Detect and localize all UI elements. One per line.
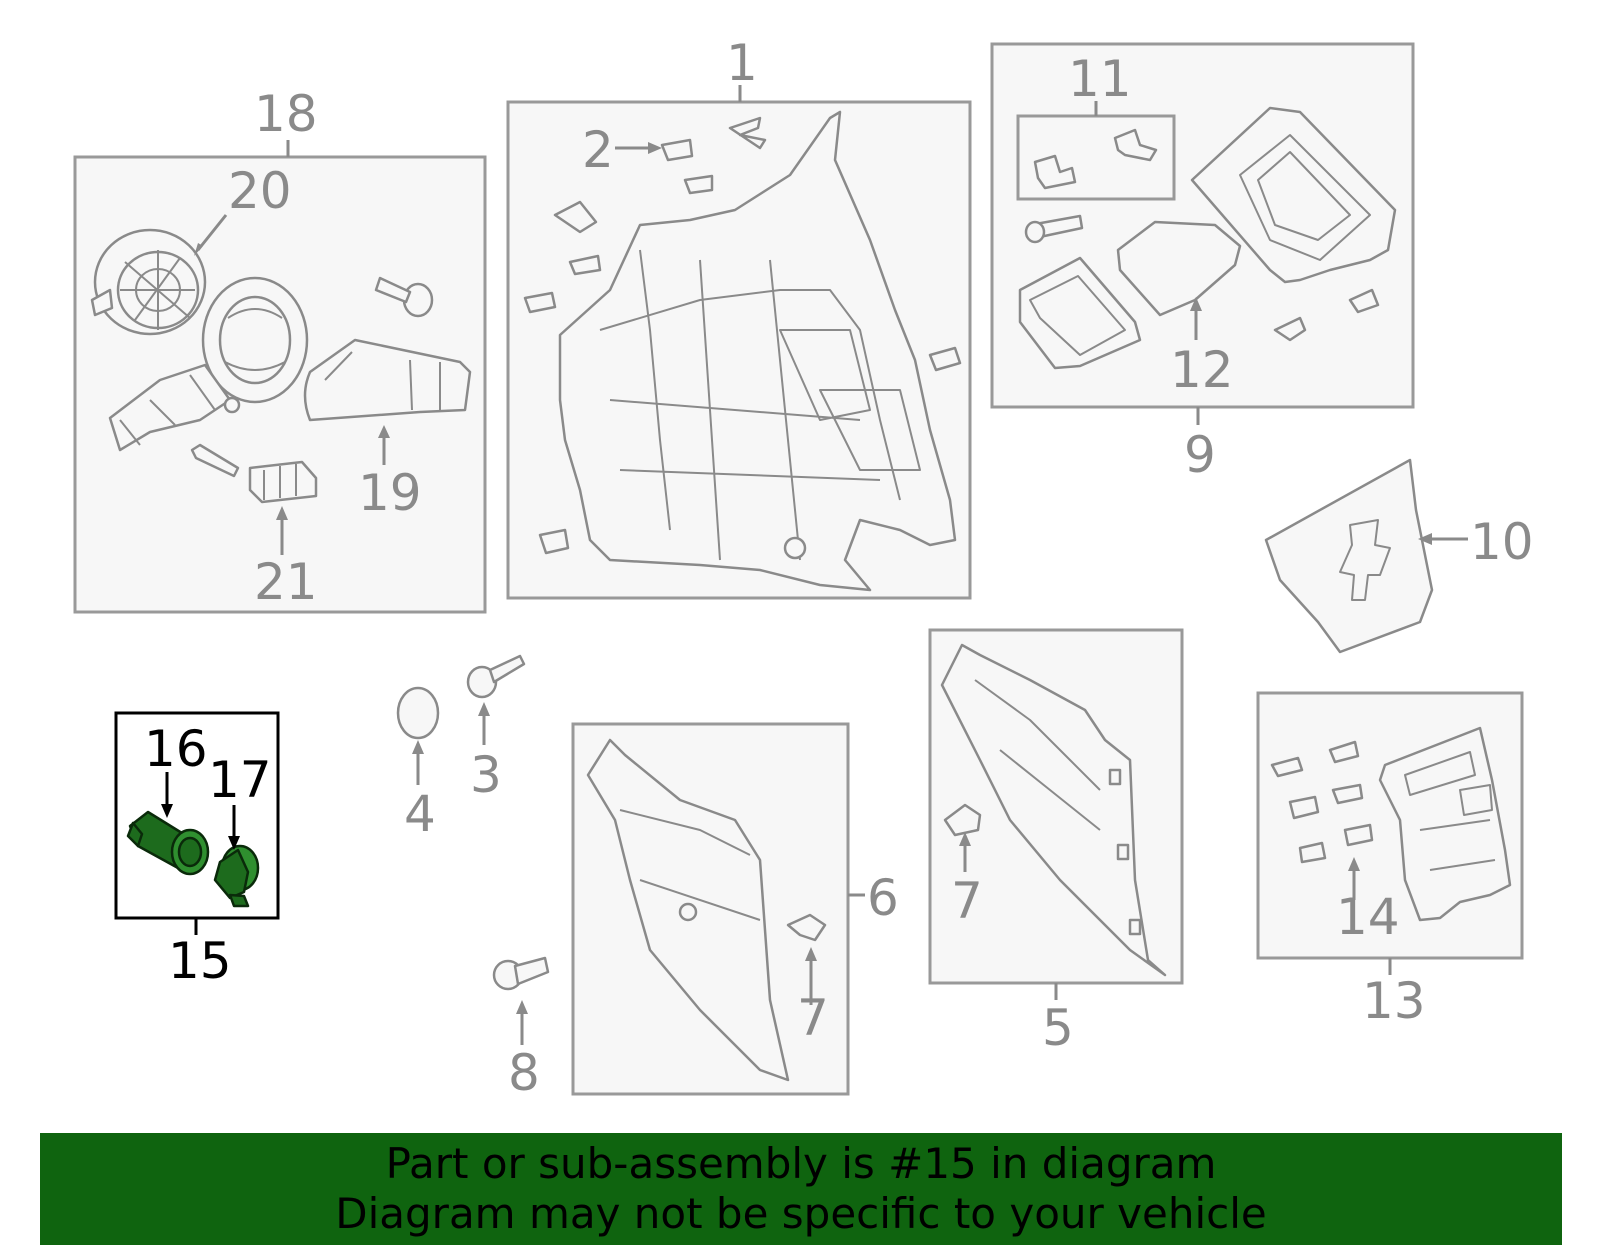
group-5-trim-panel: 7 5 [928,628,1184,1057]
callout-13: 13 [1362,972,1426,1030]
callout-12: 12 [1170,341,1234,399]
group-6-trim-panel: 7 6 [571,722,899,1096]
clip-part [786,913,827,942]
bolt-part [190,443,240,478]
callout-6: 6 [867,869,899,927]
part-10-shifter-bezel: 10 [1264,458,1534,654]
blower-wheel-part [90,228,207,336]
banner-line-2: Diagram may not be specific to your vehi… [335,1189,1267,1238]
banner-line-1: Part or sub-assembly is #15 in diagram [385,1139,1217,1188]
callout-5: 5 [1042,999,1074,1057]
console-top-part [1190,106,1397,284]
duct-part [303,338,472,422]
callout-14: 14 [1336,888,1400,946]
callout-4: 4 [404,785,436,843]
group-18-blower-assembly: 18 20 [73,85,487,614]
callout-20: 20 [228,162,292,220]
callout-8: 8 [508,1044,540,1102]
group-13-console-rear: 14 13 [1256,691,1524,1030]
clip-part [1113,128,1158,162]
callout-1: 1 [726,34,758,92]
group-9-console-trim: 11 12 9 [990,42,1415,484]
callout-7b: 7 [797,989,829,1047]
side-trim-panel-part [940,643,1167,977]
callout-19: 19 [358,464,422,522]
callout-11: 11 [1068,50,1132,108]
part-3-screw: 3 [466,654,526,804]
clip-part [1033,154,1077,190]
callout-16: 16 [144,720,208,778]
callout-15: 15 [168,932,232,990]
module-part [1018,256,1142,370]
callout-7a: 7 [951,872,983,930]
part-8-push-clip: 8 [492,956,550,1102]
screw-part [374,276,434,318]
clip-part [943,803,982,837]
socket-cap-part [213,844,260,908]
callout-17: 17 [208,751,272,809]
blower-housing-part [108,276,309,452]
callout-9: 9 [1184,426,1216,484]
callout-21: 21 [254,553,318,611]
rear-console-panel-part [1378,726,1512,922]
group-15-power-outlet-highlighted: 16 17 15 [114,711,280,990]
power-socket-part [126,810,210,876]
group-1-quarter-trim: 1 2 [506,34,972,600]
info-banner: Part or sub-assembly is #15 in diagram D… [40,1133,1562,1245]
callout-3: 3 [470,746,502,804]
resistor-part [248,460,318,504]
lid-part [1116,220,1242,317]
callout-10: 10 [1470,513,1534,571]
callout-18: 18 [254,85,318,143]
part-4-grommet: 4 [396,686,440,843]
callout-2: 2 [582,121,614,179]
